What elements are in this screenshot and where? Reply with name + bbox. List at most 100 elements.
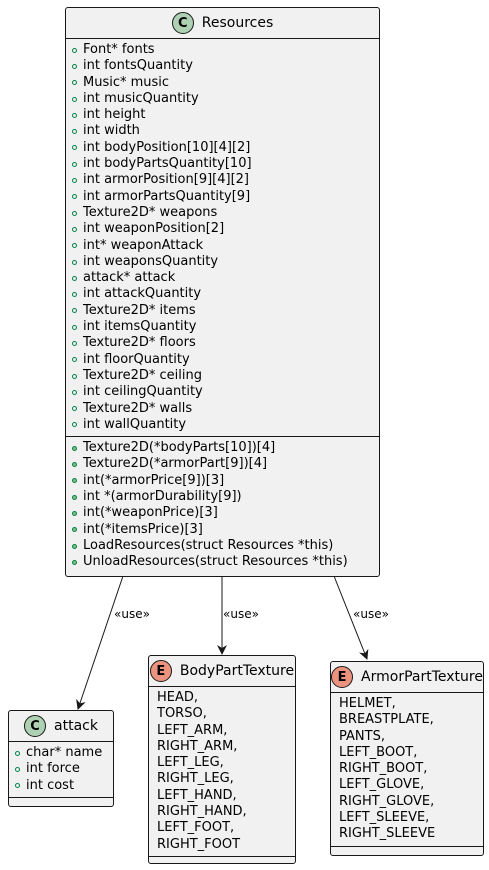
public-field-icon <box>72 340 77 346</box>
relation-label-bodyparttexture: «use» <box>223 607 259 621</box>
method-row: LoadResources(struct Resources *this) <box>72 538 379 554</box>
enum-value-label: RIGHT_FOOT <box>157 836 241 852</box>
public-field-icon <box>72 243 77 249</box>
enum-icon: E <box>331 666 354 688</box>
method-label: int(*armorPrice[9])[3] <box>83 472 225 488</box>
public-field-icon <box>72 324 77 330</box>
method-label: int(*weaponPrice)[3] <box>83 505 218 521</box>
field-label: int cost <box>26 777 75 793</box>
public-field-icon <box>72 63 77 69</box>
field-label: int fontsQuantity <box>83 58 193 74</box>
enum-value: LEFT_GLOVE, <box>339 777 483 793</box>
field-row: int weaponsQuantity <box>72 254 379 270</box>
public-method-icon <box>72 445 77 451</box>
enum-value: LEFT_LEG, <box>157 755 295 771</box>
method-label: Texture2D(*bodyParts[10])[4] <box>83 440 276 456</box>
field-label: int wallQuantity <box>83 416 187 432</box>
enum-bodyparttexture: E BodyPartTexture HEAD,TORSO,LEFT_ARM,RI… <box>148 655 296 864</box>
enum-value: RIGHT_BOOT, <box>339 761 483 777</box>
public-field-icon <box>72 145 77 151</box>
field-label: attack* attack <box>83 270 176 286</box>
public-field-icon <box>72 178 77 184</box>
field-row: Texture2D* weapons <box>72 205 379 221</box>
method-label: int(*itemsPrice)[3] <box>83 521 203 537</box>
arrow-resources-armorparttexture <box>333 575 369 660</box>
field-row: Texture2D* walls <box>72 401 379 417</box>
field-row: int ceilingQuantity <box>72 384 379 400</box>
enum-value: BREASTPLATE, <box>339 712 483 728</box>
bodyparttexture-empty <box>149 855 295 865</box>
enum-value: HELMET, <box>339 696 483 712</box>
field-row: Music* music <box>72 75 379 91</box>
public-field-icon <box>72 292 77 298</box>
field-label: int musicQuantity <box>83 90 199 106</box>
field-row: int height <box>72 107 379 123</box>
enum-value: LEFT_BOOT, <box>339 745 483 761</box>
enum-value: RIGHT_GLOVE, <box>339 794 483 810</box>
resources-methods: Texture2D(*bodyParts[10])[4]Texture2D(*a… <box>66 436 379 573</box>
public-field-icon <box>72 194 77 200</box>
class-attack-header: C attack <box>9 711 113 742</box>
bodyparttexture-values: HEAD,TORSO,LEFT_ARM,RIGHT_ARM,LEFT_LEG,R… <box>149 687 295 856</box>
enum-value: LEFT_ARM, <box>157 723 295 739</box>
field-label: int itemsQuantity <box>83 319 197 335</box>
enum-value-label: HEAD, <box>157 690 199 705</box>
method-label: LoadResources(struct Resources *this) <box>83 537 334 553</box>
field-label: char* name <box>26 745 103 760</box>
public-field-icon <box>72 226 77 232</box>
method-row: int *(armorDurability[9]) <box>72 489 379 505</box>
method-row: Texture2D(*bodyParts[10])[4] <box>72 440 379 456</box>
public-field-icon <box>15 750 20 756</box>
field-row: attack* attack <box>72 270 379 286</box>
method-row: int(*armorPrice[9])[3] <box>72 473 379 489</box>
public-method-icon <box>72 527 77 533</box>
field-row: Texture2D* floors <box>72 335 379 351</box>
field-label: Texture2D* ceiling <box>83 367 202 383</box>
field-row: int attackQuantity <box>72 286 379 302</box>
public-method-icon <box>72 559 77 565</box>
enum-value-label: LEFT_FOOT, <box>157 820 235 836</box>
enum-value-label: PANTS, <box>339 728 385 744</box>
field-row: int musicQuantity <box>72 91 379 107</box>
public-method-icon <box>72 494 77 500</box>
enum-armorparttexture: E ArmorPartTexture HELMET,BREASTPLATE,PA… <box>330 661 484 856</box>
enum-value-label: LEFT_BOOT, <box>339 744 418 760</box>
field-label: Texture2D* floors <box>83 335 196 351</box>
field-label: int* weaponAttack <box>83 237 204 253</box>
field-row: char* name <box>15 745 113 761</box>
field-row: int armorPartsQuantity[9] <box>72 189 379 205</box>
class-resources-title: Resources <box>201 15 274 31</box>
field-row: int armorPosition[9][4][2] <box>72 172 379 188</box>
public-field-icon <box>72 80 77 86</box>
enum-value-label: RIGHT_SLEEVE <box>339 826 436 842</box>
enum-value: PANTS, <box>339 729 483 745</box>
field-label: int armorPartsQuantity[9] <box>83 188 251 204</box>
enum-value: LEFT_FOOT, <box>157 820 295 836</box>
enum-value: LEFT_SLEEVE, <box>339 810 483 826</box>
field-label: int bodyPosition[10][4][2] <box>83 139 251 155</box>
field-label: int weaponsQuantity <box>83 253 219 269</box>
field-row: int weaponPosition[2] <box>72 221 379 237</box>
public-method-icon <box>72 510 77 516</box>
public-field-icon <box>72 357 77 363</box>
relation-label-attack: «use» <box>114 607 150 621</box>
field-row: int fontsQuantity <box>72 58 379 74</box>
enum-armorparttexture-header: E ArmorPartTexture <box>331 662 483 693</box>
public-method-icon <box>72 478 77 484</box>
enum-bodyparttexture-title: BodyPartTexture <box>179 663 295 679</box>
public-method-icon <box>72 543 77 549</box>
public-field-icon <box>72 210 77 216</box>
field-label: int floorQuantity <box>83 351 190 367</box>
enum-value: RIGHT_ARM, <box>157 739 295 755</box>
enum-value-label: BREASTPLATE, <box>339 712 434 728</box>
public-field-icon <box>72 389 77 395</box>
arrow-resources-attack <box>76 575 124 710</box>
field-row: int floorQuantity <box>72 352 379 368</box>
enum-value: RIGHT_LEG, <box>157 771 295 787</box>
public-field-icon <box>15 783 20 789</box>
enum-value-label: TORSO, <box>157 706 207 722</box>
field-row: int wallQuantity <box>72 417 379 433</box>
field-row: int force <box>15 761 113 777</box>
class-attack-title: attack <box>54 718 98 734</box>
